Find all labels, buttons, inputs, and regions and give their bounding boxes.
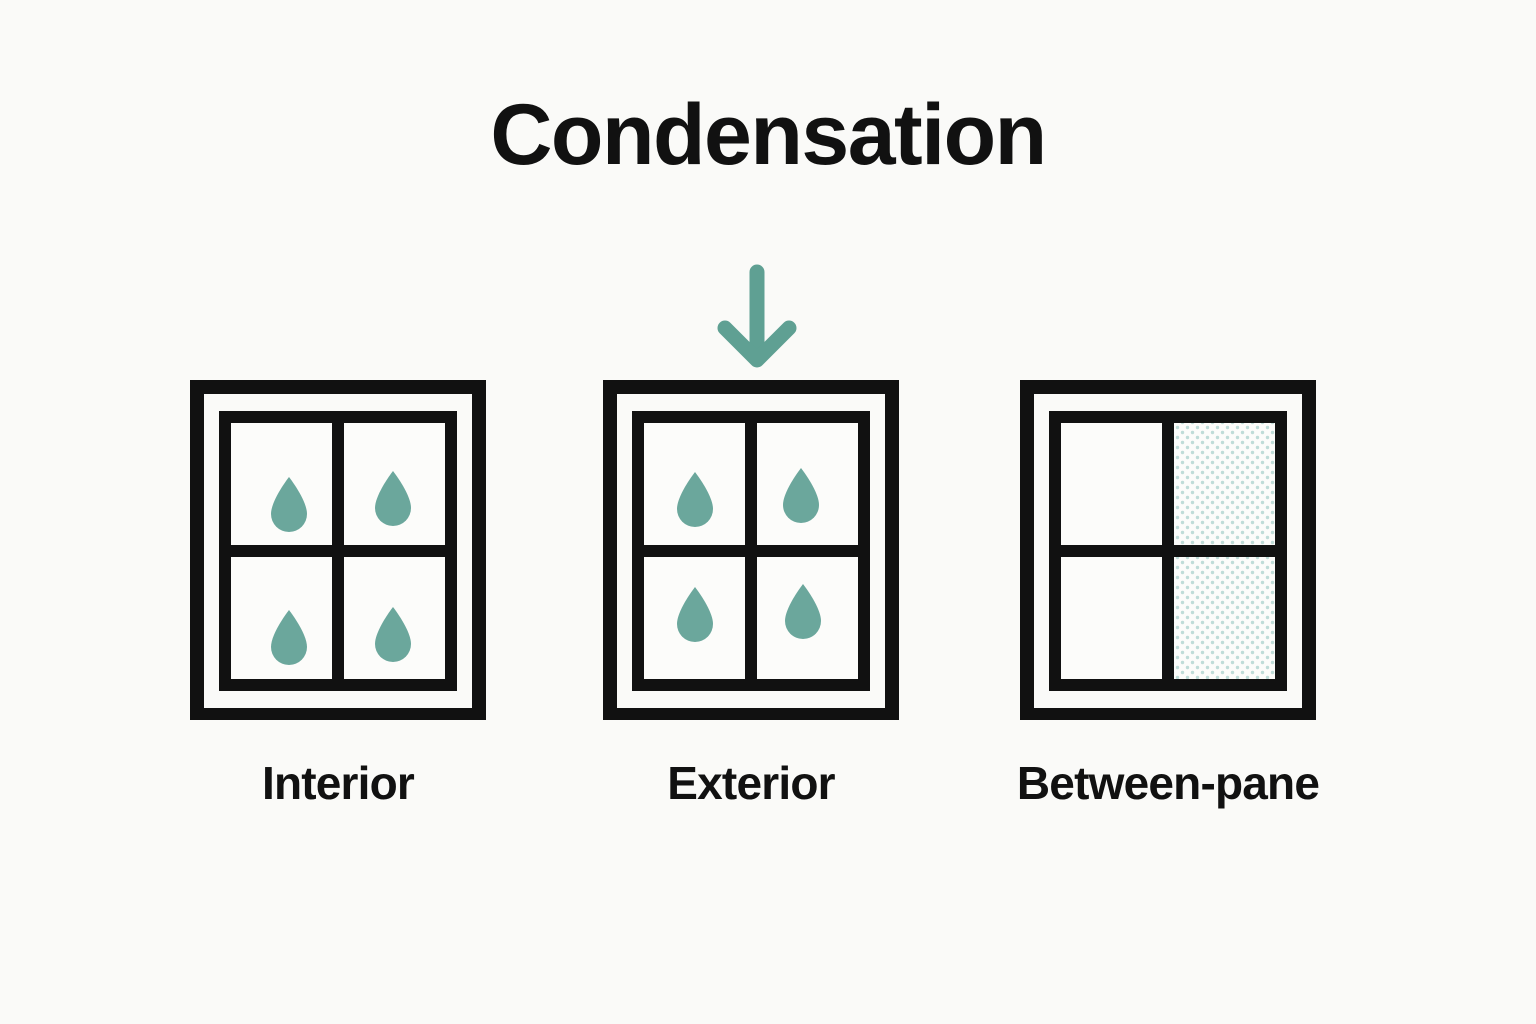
droplet-top-left [271, 477, 307, 532]
window-figure-between-pane [1020, 380, 1316, 722]
droplet-top-left [677, 472, 713, 527]
window-figure-interior [190, 380, 486, 722]
droplet-bottom-right [375, 607, 411, 662]
droplet-group [677, 468, 821, 642]
droplet-top-right [783, 468, 819, 523]
fogged-pane-top-right [1174, 423, 1275, 545]
label-exterior: Exterior [667, 757, 835, 809]
diagram-between-pane: Between-pane [1017, 380, 1320, 809]
page-title: Condensation [490, 87, 1047, 183]
arrow-down-icon [692, 258, 822, 378]
droplet-top-right [375, 471, 411, 526]
diagram-exterior: Exterior [603, 380, 899, 809]
fogged-pane-bottom-right [1174, 557, 1275, 679]
droplet-bottom-left [677, 587, 713, 642]
droplet-group [271, 471, 411, 665]
fogged-panes [1174, 423, 1275, 679]
label-interior: Interior [261, 757, 415, 809]
window-figure-exterior [603, 380, 899, 722]
label-between-pane: Between-pane [1016, 757, 1320, 809]
droplet-bottom-right [785, 584, 821, 639]
diagram-interior: Interior [190, 380, 486, 809]
droplet-bottom-left [271, 610, 307, 665]
